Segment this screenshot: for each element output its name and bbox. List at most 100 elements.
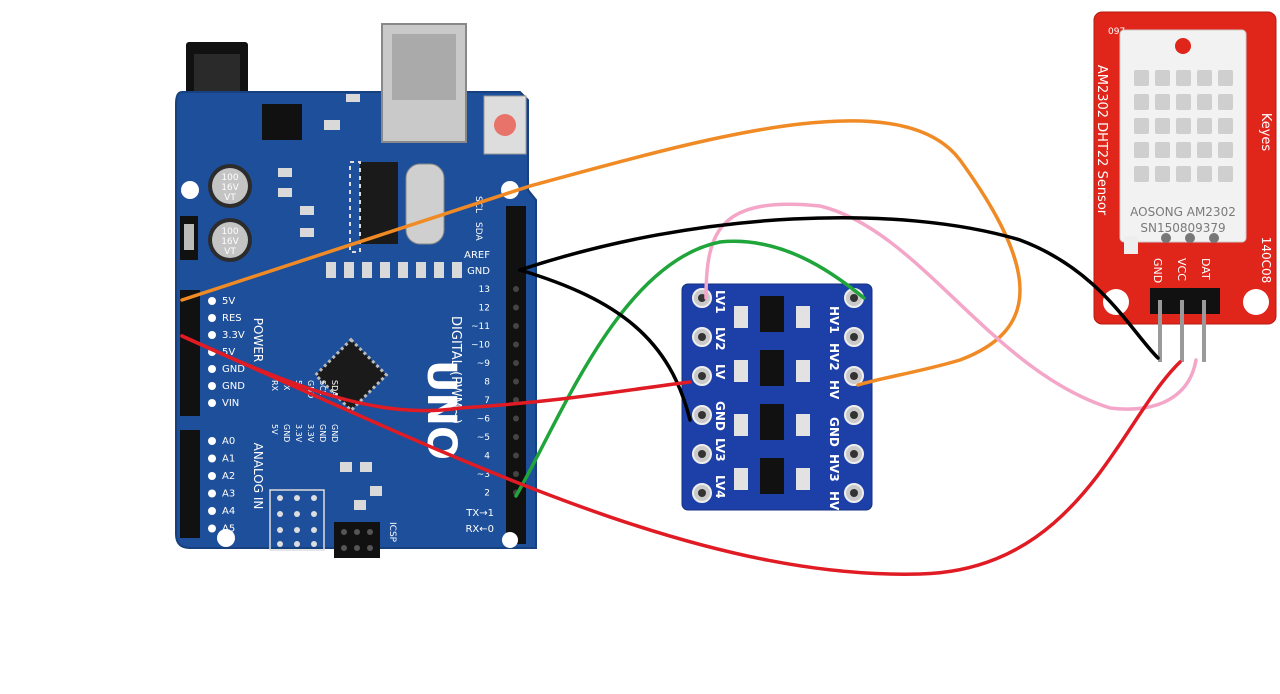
digital-pin-label: 12 <box>479 304 490 314</box>
bottom-silk-label: GND <box>318 424 327 442</box>
sensor-vent <box>1155 118 1170 134</box>
digital-pin-hole <box>513 341 519 348</box>
bottom-silk-label: 3.3V <box>306 424 315 443</box>
analog-pin-label: A4 <box>222 506 235 517</box>
digital-pin-label: ~3 <box>477 470 490 480</box>
chip-line-1: AOSONG AM2302 <box>1130 205 1236 219</box>
arduino-uno-board: 100 16V VT 100 16V VT <box>175 23 537 558</box>
digital-pin-label: ~9 <box>477 359 491 369</box>
analog-pin-pad <box>208 472 216 480</box>
sensor-vent <box>1218 118 1233 134</box>
analog-pin-pad <box>208 524 216 533</box>
digital-pin-label: ~5 <box>477 433 490 443</box>
sensor-vent <box>1134 70 1149 86</box>
sensor-vent <box>1197 166 1212 182</box>
icsp-header <box>334 522 380 558</box>
power-pin-label: 5V <box>222 296 235 307</box>
bottom-silk-label: SCL <box>318 380 327 396</box>
hv-label: HV2 <box>827 343 841 371</box>
bottom-silk-label: RX <box>270 380 279 392</box>
power-pin-pad <box>208 331 216 339</box>
cap1-label-1: 16V <box>221 183 239 193</box>
hv-label: HV1 <box>827 306 841 334</box>
digital-header <box>506 206 526 544</box>
crystal-oscillator <box>405 163 445 245</box>
lv-label: GND <box>713 401 727 431</box>
arduino-pcb <box>175 91 537 549</box>
bottom-silk-label: GND <box>330 424 339 442</box>
digital-pin-hole <box>513 452 519 459</box>
wire-black-2 <box>518 216 1160 360</box>
gnd-label: GND <box>467 266 490 277</box>
wire-orange <box>180 119 1022 387</box>
hv-label: HV <box>827 380 841 400</box>
sensor-vent <box>1176 70 1191 86</box>
bottom-silk-label: GND <box>282 424 291 442</box>
sensor-vent <box>1218 142 1233 158</box>
bottom-silk-label: TX <box>282 379 291 391</box>
digital-pin-label: 4 <box>484 452 490 462</box>
chip-line-2: SN150809379 <box>1140 221 1225 235</box>
wire-green <box>514 239 866 498</box>
digital-pin-label: 13 <box>479 285 490 295</box>
sensor-vent <box>1197 142 1212 158</box>
analog-pin-pad <box>208 454 216 463</box>
wires <box>180 119 1198 576</box>
digital-pin-hole <box>513 360 519 366</box>
power-pin-label: GND <box>222 381 245 392</box>
sensor-brand: Keyes <box>1258 113 1273 152</box>
power-pin-label: VIN <box>222 398 239 409</box>
cap2-label-0: 100 <box>221 227 238 237</box>
capacitor-1: 100 16V VT <box>208 164 252 208</box>
transistor-3 <box>760 404 784 440</box>
sensor-vent <box>1197 70 1212 86</box>
digital-pin-label: 2 <box>484 489 490 499</box>
sensor-vent <box>1176 142 1191 158</box>
power-label: POWER <box>251 318 265 362</box>
lv-label: LV3 <box>713 438 727 462</box>
digital-pin-hole <box>513 304 519 311</box>
dht22-sensor-module: 097 AM2302 DHT22 Sensor Keyes 140C08 AOS… <box>1093 11 1277 362</box>
power-pin-label: 3.3V <box>222 330 245 341</box>
bottom-silk-label: 3.3V <box>294 424 303 443</box>
sensor-vent <box>1197 94 1212 110</box>
power-pin-pad <box>208 399 216 407</box>
sda-label: SDA <box>473 222 483 241</box>
transistor-4 <box>760 458 784 494</box>
sensor-vent <box>1155 94 1170 110</box>
power-header <box>180 290 200 416</box>
hv-label: GND <box>827 417 841 447</box>
bottom-silk-label: SDA <box>330 380 339 397</box>
power-pin-pad <box>208 314 216 322</box>
power-pin-pad <box>208 382 216 390</box>
cap2-label-1: 16V <box>221 237 239 247</box>
digital-pin-label: 8 <box>484 378 490 388</box>
digital-pin-label: ~11 <box>471 322 490 332</box>
sensor-code: 097 <box>1108 27 1125 37</box>
power-pin-pad <box>208 365 216 373</box>
rx-label: RX←0 <box>465 524 494 535</box>
digital-pin-label: ~10 <box>471 341 490 351</box>
sensor-vent <box>1176 94 1191 110</box>
digital-pin-hole <box>513 286 519 292</box>
sensor-vent <box>1134 118 1149 134</box>
sensor-vent <box>1155 166 1170 182</box>
cap1-label-0: 100 <box>221 173 238 183</box>
sensor-vent <box>1155 142 1170 158</box>
sensor-vent <box>1218 94 1233 110</box>
analog-pin-label: A2 <box>222 471 235 482</box>
digital-pin-hole <box>513 471 519 477</box>
power-pin-label: GND <box>222 364 245 375</box>
power-pin-pad <box>208 297 216 305</box>
analog-pin-pad <box>208 437 216 445</box>
sensor-housing: AOSONG AM2302 SN150809379 <box>1119 29 1247 243</box>
lv-label: LV4 <box>713 475 727 499</box>
hv-label: HV4 <box>827 491 841 519</box>
power-pin-label: 5V <box>222 347 235 358</box>
wire-pink <box>704 202 1198 411</box>
sensor-model: AM2302 DHT22 Sensor <box>1094 65 1109 216</box>
voltage-regulator <box>262 104 302 140</box>
